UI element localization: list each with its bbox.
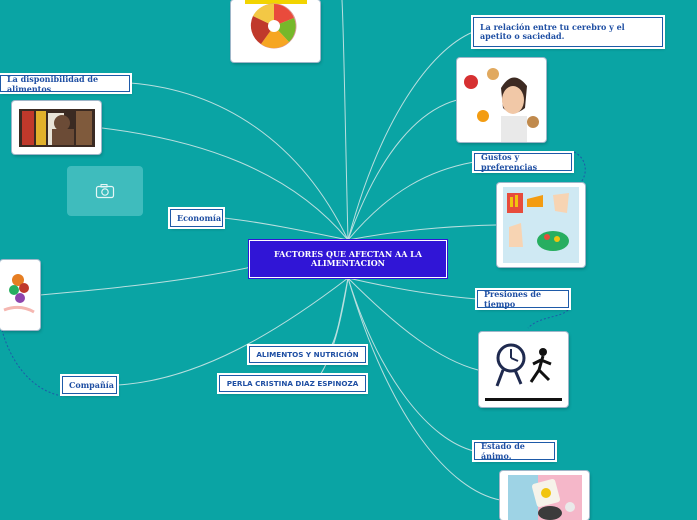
node-autora[interactable]: PERLA CRISTINA DIAZ ESPINOZA: [219, 375, 366, 392]
time-pressure-image: [479, 332, 568, 407]
likes-dislikes-image: [497, 183, 585, 267]
image-placeholder[interactable]: [67, 166, 143, 216]
plate-food-image: [231, 0, 320, 62]
food-plate-icon: [231, 0, 320, 62]
food-collage-image: [0, 260, 40, 330]
thinking-woman-icon: [457, 58, 546, 142]
mood-image: [500, 471, 589, 520]
thumbs-food-icon: [497, 183, 585, 267]
node-gustos[interactable]: Gustos y preferencias: [474, 153, 572, 171]
shopping-scene-icon: [12, 101, 101, 154]
running-clock-icon: [479, 332, 568, 407]
node-cerebro[interactable]: La relación entre tu cerebro y el apetit…: [473, 17, 663, 47]
node-alimentos-nutricion[interactable]: ALIMENTOS Y NUTRICIÓN: [249, 346, 366, 363]
fruits-icon: [0, 260, 40, 330]
node-compania[interactable]: Compañía: [62, 376, 117, 394]
node-economia[interactable]: Economía: [170, 209, 223, 227]
camera-icon: [95, 183, 115, 199]
node-disponibilidad[interactable]: La disponibilidad de alimentos: [0, 75, 130, 92]
mood-dice-icon: [500, 471, 589, 520]
market-image: [12, 101, 101, 154]
node-animo[interactable]: Estado de ánimo.: [474, 442, 555, 460]
brain-appetite-image: [457, 58, 546, 142]
node-presiones[interactable]: Presiones de tiempo: [477, 290, 569, 308]
central-topic[interactable]: FACTORES QUE AFECTAN AA LA ALIMENTACION: [249, 240, 447, 278]
